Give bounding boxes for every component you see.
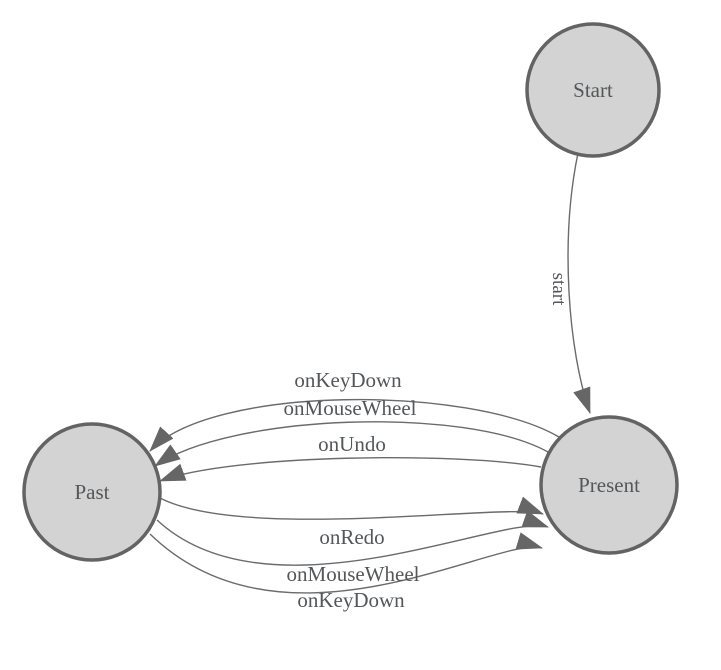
edge-label-onredo: onRedo [319, 525, 384, 549]
edge-present-to-past-onundo [159, 456, 542, 482]
state-node-start: Start [525, 22, 661, 158]
edge-label-start: start [548, 273, 569, 306]
state-node-present: Present [539, 415, 679, 555]
edge-past-to-present-onmousewheel [156, 510, 549, 566]
edge-past-to-present-onredo [159, 496, 544, 520]
edge-label-onkeydown-top: onKeyDown [294, 368, 402, 392]
node-label-past: Past [74, 480, 109, 504]
edge-label-onundo: onUndo [318, 432, 386, 456]
node-circle-present [539, 415, 679, 555]
edge-label-onmousewheel-top: onMouseWheel [284, 396, 417, 420]
node-circle-past [22, 422, 162, 562]
node-group: Start Present Past [22, 22, 679, 562]
node-label-start: Start [573, 78, 613, 102]
edge-start-to-present [567, 152, 591, 414]
state-node-past: Past [22, 422, 162, 562]
edge-label-onmousewheel-bottom: onMouseWheel [287, 562, 420, 586]
node-label-present: Present [578, 473, 640, 497]
edge-past-to-present-onkeydown [149, 532, 543, 594]
edge-group [149, 152, 591, 594]
edge-present-to-past-onmousewheel [154, 421, 549, 467]
node-circle-start [525, 22, 661, 158]
edge-present-to-past-onkeydown [149, 398, 560, 452]
edge-label-group: start onKeyDown onMouseWheel onUndo onRe… [284, 273, 569, 612]
edge-label-onkeydown-bottom: onKeyDown [297, 588, 405, 612]
